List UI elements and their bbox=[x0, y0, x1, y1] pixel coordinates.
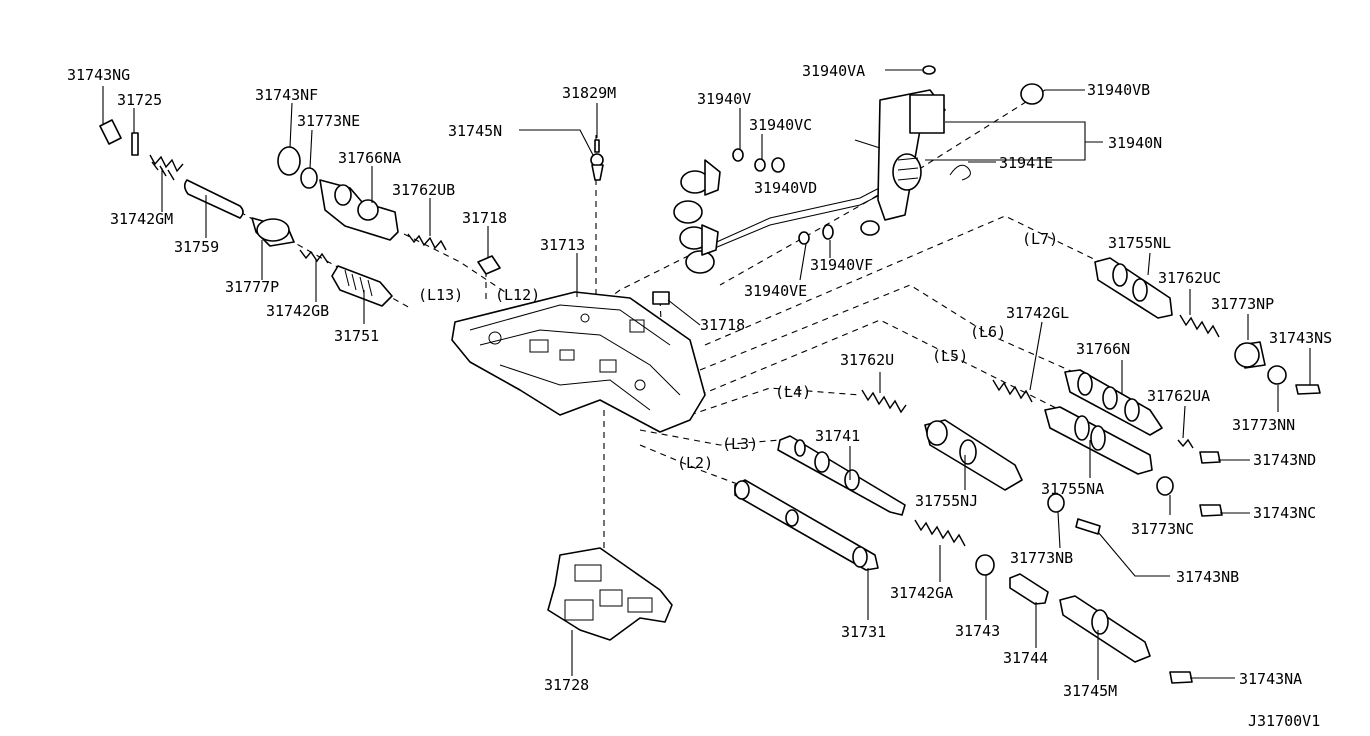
label-31773NC: 31773NC bbox=[1131, 520, 1194, 538]
label-31940VA: 31940VA bbox=[802, 62, 865, 80]
label-31718-lower: 31718 bbox=[700, 316, 745, 334]
label-31941E: 31941E bbox=[999, 154, 1053, 172]
diagram-code: J31700V1 bbox=[1248, 712, 1320, 730]
label-31940N: 31940N bbox=[1108, 134, 1162, 152]
label-31743NS: 31743NS bbox=[1269, 329, 1332, 347]
label-31725: 31725 bbox=[117, 91, 162, 109]
label-31762UC: 31762UC bbox=[1158, 269, 1221, 287]
label-31745M: 31745M bbox=[1063, 682, 1117, 700]
label-31743NA: 31743NA bbox=[1239, 670, 1302, 688]
label-31743NF: 31743NF bbox=[255, 86, 318, 104]
line-ref-L12: (L12) bbox=[495, 286, 540, 304]
label-31743: 31743 bbox=[955, 622, 1000, 640]
label-31743NB: 31743NB bbox=[1176, 568, 1239, 586]
label-31741: 31741 bbox=[815, 427, 860, 445]
label-31742GA: 31742GA bbox=[890, 584, 953, 602]
label-31745N: 31745N bbox=[448, 122, 502, 140]
label-31773NN: 31773NN bbox=[1232, 416, 1295, 434]
label-31743NG: 31743NG bbox=[67, 66, 130, 84]
label-31742GM: 31742GM bbox=[110, 210, 173, 228]
assembly-lines bbox=[239, 89, 1101, 560]
line-references: (L13) (L12) (L7) (L6) (L5) (L4) (L3) (L2… bbox=[418, 230, 1058, 472]
left-valve-parts bbox=[99, 119, 447, 307]
line-ref-L7: (L7) bbox=[1022, 230, 1058, 248]
label-31940VB: 31940VB bbox=[1087, 81, 1150, 99]
label-31755NL: 31755NL bbox=[1108, 234, 1171, 252]
label-31728: 31728 bbox=[544, 676, 589, 694]
label-31766NA: 31766NA bbox=[338, 149, 401, 167]
leader-lines bbox=[102, 69, 1311, 680]
line-ref-L6: (L6) bbox=[970, 323, 1006, 341]
label-31773NB: 31773NB bbox=[1010, 549, 1073, 567]
label-31766N: 31766N bbox=[1076, 340, 1130, 358]
label-31829M: 31829M bbox=[562, 84, 616, 102]
label-31742GB: 31742GB bbox=[266, 302, 329, 320]
line-ref-L4: (L4) bbox=[775, 383, 811, 401]
line-ref-L13: (L13) bbox=[418, 286, 463, 304]
label-31744: 31744 bbox=[1003, 649, 1048, 667]
right-valve-parts bbox=[734, 257, 1321, 684]
label-31713: 31713 bbox=[540, 236, 585, 254]
line-ref-L5: (L5) bbox=[932, 347, 968, 365]
label-31940VE: 31940VE bbox=[744, 282, 807, 300]
label-31762UB: 31762UB bbox=[392, 181, 455, 199]
label-31718-upper: 31718 bbox=[462, 209, 507, 227]
solenoid-assembly bbox=[673, 89, 946, 274]
label-31759: 31759 bbox=[174, 238, 219, 256]
label-31762U: 31762U bbox=[840, 351, 894, 369]
label-31743NC: 31743NC bbox=[1253, 504, 1316, 522]
label-31940VC: 31940VC bbox=[749, 116, 812, 134]
separator-plate bbox=[547, 547, 673, 641]
label-31762UA: 31762UA bbox=[1147, 387, 1210, 405]
label-31773NE: 31773NE bbox=[297, 112, 360, 130]
label-31755NJ: 31755NJ bbox=[915, 492, 978, 510]
label-31751: 31751 bbox=[334, 327, 379, 345]
label-31731: 31731 bbox=[841, 623, 886, 641]
label-31940VD: 31940VD bbox=[754, 179, 817, 197]
label-31755NA: 31755NA bbox=[1041, 480, 1104, 498]
label-31940V: 31940V bbox=[697, 90, 751, 108]
line-ref-L3: (L3) bbox=[722, 435, 758, 453]
label-31742GL: 31742GL bbox=[1006, 304, 1069, 322]
label-31743ND: 31743ND bbox=[1253, 451, 1316, 469]
line-ref-L2: (L2) bbox=[677, 454, 713, 472]
label-31940VF: 31940VF bbox=[810, 256, 873, 274]
label-31773NP: 31773NP bbox=[1211, 295, 1274, 313]
label-31777P: 31777P bbox=[225, 278, 279, 296]
part-labels: 31743NG 31725 31743NF 31773NE 31766NA 31… bbox=[67, 62, 1332, 700]
seal-parts bbox=[477, 65, 1044, 305]
valve-body bbox=[451, 291, 706, 433]
